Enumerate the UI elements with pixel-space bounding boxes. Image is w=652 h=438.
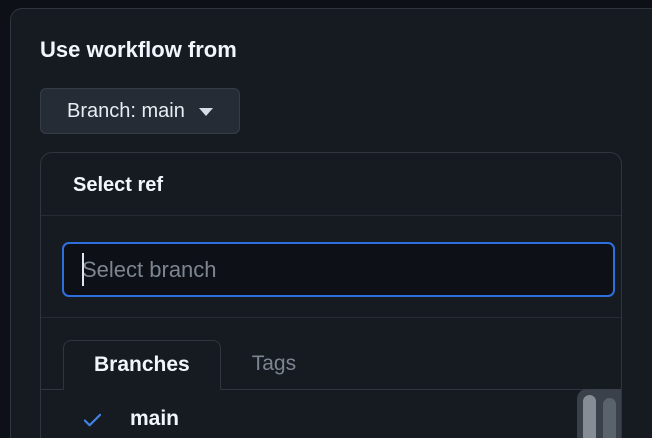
ref-type-tabs: Branches Tags [41, 318, 621, 390]
branch-selector-label: Branch: main [67, 100, 185, 122]
check-icon [83, 413, 102, 426]
chevron-down-icon [198, 108, 213, 116]
branch-search-input[interactable] [62, 242, 615, 297]
select-ref-title: Select ref [73, 174, 164, 196]
use-workflow-from-label: Use workflow from [40, 37, 237, 62]
ref-list: main [41, 390, 621, 438]
scrollbar-thumb[interactable] [583, 395, 596, 438]
select-ref-panel: Select ref Branches Tags main [40, 152, 622, 438]
ref-item-main[interactable]: main [41, 390, 621, 438]
run-workflow-popover: Use workflow from Branch: main Select re… [10, 8, 652, 438]
select-ref-header: Select ref [41, 153, 621, 216]
tab-branches[interactable]: Branches [63, 340, 221, 390]
ref-input-wrapper [62, 242, 615, 297]
scrollbar-thumb-secondary[interactable] [603, 398, 616, 438]
tab-tags[interactable]: Tags [221, 339, 327, 389]
branch-selector-button[interactable]: Branch: main [40, 88, 240, 134]
ref-item-label: main [130, 407, 180, 430]
scrollbar-track[interactable] [577, 389, 621, 438]
ref-filter-section [41, 216, 621, 318]
